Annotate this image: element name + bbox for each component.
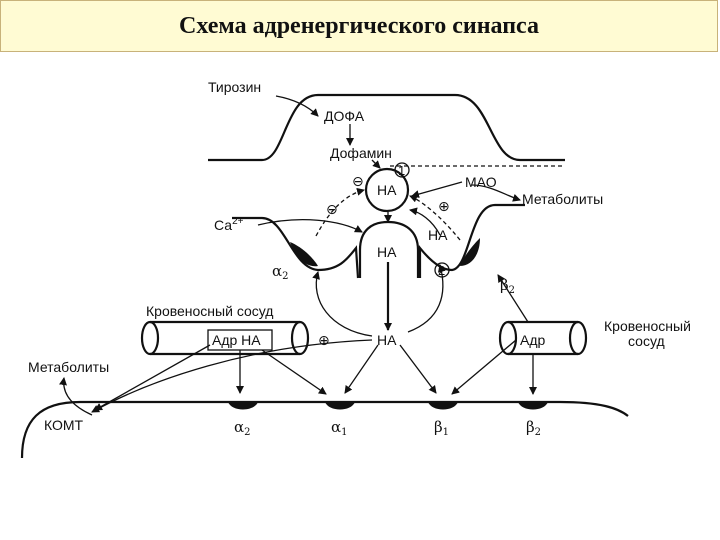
label-blood-vessel-right-1: Кровеносный [604,318,691,334]
label-blood-vessel-left: Кровеносный сосуд [146,303,273,319]
label-presyn-beta2-sub: 2 [509,285,515,296]
blood-vessel-right [498,320,588,356]
label-adr: Адр [520,332,546,348]
presynaptic-membrane-bottom-left [232,216,360,279]
label-calcium: Са2+ [214,216,244,233]
label-tyrosine: Тирозин [208,79,261,95]
label-adr-na: Адр НА [212,332,261,348]
minus-sign-2: ⊖ [352,173,364,189]
label-presyn-alpha2: α2 [272,262,289,282]
presynaptic-membrane-top [208,93,565,162]
label-rec-beta1-main: β [434,418,443,436]
arrow-vessel-na-alpha1 [261,349,327,395]
presynaptic-alpha2-receptor [290,242,318,267]
plus-sign-1: ⊕ [438,198,450,214]
label-metabolites-right: Метаболиты [522,191,603,207]
arrow-reuptake-vesicle [409,207,441,236]
arrow-vessel-to-komt [94,344,211,411]
label-presyn-beta2: β2 [500,276,515,296]
mark-2-circle [434,262,450,278]
label-dopa: ДОФА [324,108,365,124]
arrow-adr-beta1 [451,339,517,395]
mark-2: 2 [438,263,445,278]
receptor-alpha2 [228,402,258,410]
plus-sign-2: ⊕ [318,332,330,348]
label-na-cleft: НА [377,332,397,348]
receptor-alpha1 [325,402,355,410]
label-presyn-alpha2-main: α [272,262,282,280]
arrow-na-alpha1 [344,344,379,394]
arrow-na-reuptake [407,264,446,333]
label-na-reuptake: НА [428,227,448,243]
label-rec-alpha1-main: α [331,418,341,436]
dashed-inhibit-1 [315,187,365,237]
arrow-dopamine-vesicle [371,159,381,169]
label-rec-beta2-sub: 2 [535,427,541,438]
label-presyn-beta2-main: β [500,276,509,294]
arrow-tyrosine-dopa [275,95,319,117]
label-rec-beta2: β2 [526,418,541,438]
label-rec-beta1-sub: 1 [443,427,449,438]
label-calcium-sup: 2+ [232,216,244,227]
label-rec-alpha1: α1 [331,418,348,438]
page-title: Схема адренергического синапса [179,12,539,39]
label-rec-alpha2: α2 [234,418,251,438]
presynaptic-membrane-bottom-right [418,203,525,278]
minus-sign-1: ⊖ [326,201,338,217]
label-na-vesicle-main: НА [377,244,397,260]
mark-1-circle [394,162,410,178]
label-komt: КОМТ [44,417,84,433]
postsynaptic-membrane [20,400,629,459]
arrow-na-to-alpha2-pre [312,271,373,337]
label-rec-alpha2-main: α [234,418,244,436]
arrow-na-beta2-pre [497,274,529,323]
label-rec-beta1: β1 [434,418,449,438]
receptor-beta2 [518,402,548,410]
label-na-vesicle-top: НА [377,182,397,198]
label-dopamine: Дофамин [330,145,392,161]
receptor-beta1 [428,402,458,410]
arrow-mao-na [411,181,463,198]
storage-vesicle [364,167,410,213]
dashed-stim-1 [409,194,461,241]
mark-1: 1 [398,163,405,178]
label-rec-alpha2-sub: 2 [244,427,250,438]
label-mao: МАО [465,174,497,190]
label-metabolites-left: Метаболиты [28,359,109,375]
arrow-na-to-komt [91,339,373,413]
label-presyn-alpha2-sub: 2 [282,271,288,282]
title-bar: Схема адренергического синапса [0,0,718,52]
label-rec-alpha1-sub: 1 [341,427,347,438]
label-blood-vessel-right-2: сосуд [628,333,665,349]
label-rec-beta2-main: β [526,418,535,436]
arrow-komt-metabolites [59,377,93,416]
presynaptic-beta2-receptor [460,238,480,266]
arrow-calcium [257,219,363,233]
arrow-mao-metabolites [471,184,521,202]
arrow-na-beta1 [399,344,437,394]
label-calcium-text: Са [214,217,232,233]
